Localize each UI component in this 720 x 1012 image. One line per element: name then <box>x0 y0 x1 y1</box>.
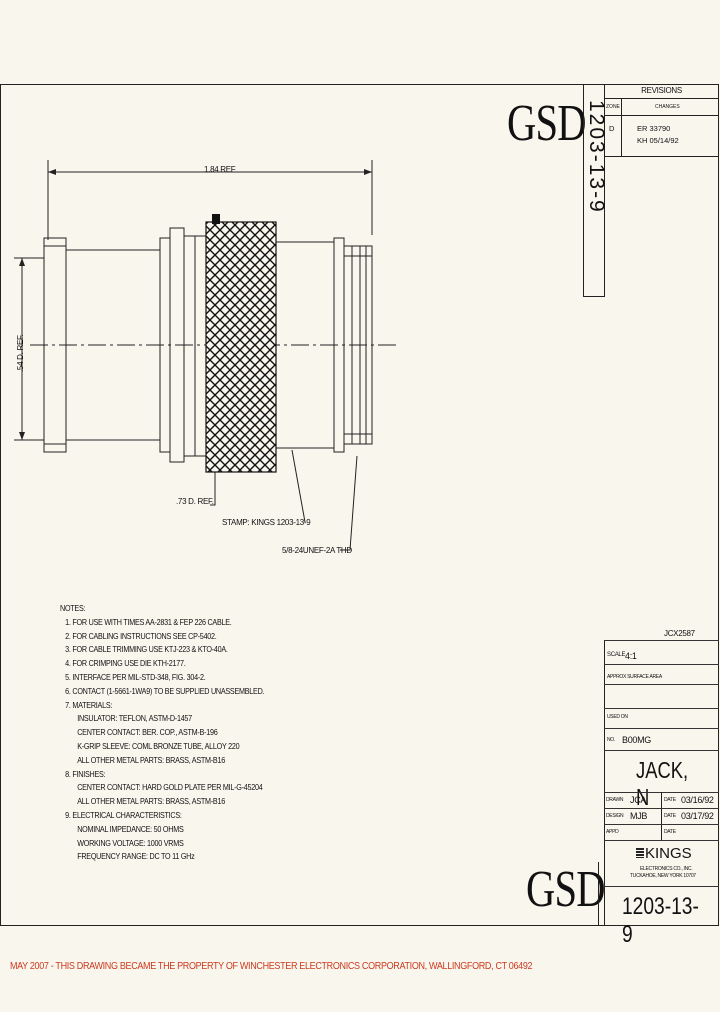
design-date-label: DATE <box>664 813 676 819</box>
job-number: JCX2587 <box>664 629 695 638</box>
thread-label: 5/8-24UNEF-2A THD <box>282 546 352 555</box>
appd-date-label: DATE <box>664 829 676 835</box>
revision-line-2: KH 05/14/92 <box>637 136 679 145</box>
side-drawing-number: 1203-13-9 <box>585 100 608 214</box>
note-line: 7. MATERIALS: <box>65 699 113 710</box>
side-number-box <box>583 84 605 297</box>
gsd-logo-bottom: GSD <box>526 861 606 918</box>
revisions-title: REVISIONS <box>641 86 682 95</box>
gsd-logo-top: GSD <box>507 95 587 152</box>
note-line: 4. FOR CRIMPING USE DIE KTH-2177. <box>65 658 186 669</box>
note-line: K-GRIP SLEEVE: COML BRONZE TUBE, ALLOY 2… <box>77 740 240 751</box>
scale-value: 4:1 <box>625 651 637 661</box>
company-name: KINGS <box>645 845 692 862</box>
note-line: 3. FOR CABLE TRIMMING USE KTJ-223 & KTO-… <box>65 644 228 655</box>
drawn-label: DRAWN <box>606 797 624 803</box>
note-line: 1. FOR USE WITH TIMES AA-2831 & FEP 226 … <box>65 616 232 627</box>
note-line: CENTER CONTACT: BER. COP., ASTM-B-196 <box>77 727 218 738</box>
no-label: NO. <box>607 737 615 743</box>
note-line: 2. FOR CABLING INSTRUCTIONS SEE CP-5402. <box>65 630 217 641</box>
appd-label: APPD <box>606 829 619 835</box>
scale-label: SCALE <box>607 652 626 658</box>
approx-area-label: APPROX SURFACE AREA <box>607 674 662 680</box>
kings-logo-icon <box>636 848 644 858</box>
note-line: 5. INTERFACE PER MIL-STD-348, FIG. 304-2… <box>65 671 206 682</box>
design-label: DESIGN <box>606 813 624 819</box>
dim-length-label: 1.84 REF <box>204 165 236 174</box>
design-date: 03/17/92 <box>681 811 714 821</box>
notes-block: NOTES: 1. FOR USE WITH TIMES AA-2831 & F… <box>60 602 265 864</box>
stamp-label: STAMP: KINGS 1203-13-9 <box>222 518 311 527</box>
revisions-col-zone: ZONE <box>606 104 620 110</box>
used-on-label: USED ON <box>607 714 628 720</box>
drawn-date: 03/16/92 <box>681 795 714 805</box>
note-line: FREQUENCY RANGE: DC TO 11 GHz <box>77 851 195 862</box>
company-line-2: TUCKAHOE, NEW YORK 10707 <box>630 873 696 879</box>
drawing-sheet-border <box>0 84 719 926</box>
note-line: CENTER CONTACT: HARD GOLD PLATE PER MIL-… <box>77 782 263 793</box>
drawn-by: JCA <box>630 795 647 805</box>
design-by: MJB <box>630 811 648 821</box>
note-line: INSULATOR: TEFLON, ASTM-D-1457 <box>77 713 192 724</box>
note-line: WORKING VOLTAGE: 1000 VRMS <box>77 837 184 848</box>
drawing-number: 1203-13-9 <box>622 893 699 948</box>
note-line: ALL OTHER METAL PARTS: BRASS, ASTM-B16 <box>77 754 225 765</box>
dim-diameter-label: .54 D. REF. <box>16 334 25 372</box>
company-line-1: ELECTRONICS CO., INC. <box>640 866 693 872</box>
dim-nut-label: .73 D. REF. <box>176 497 214 506</box>
ownership-footer: MAY 2007 - THIS DRAWING BECAME THE PROPE… <box>10 960 533 972</box>
drawing-title: JACK, N <box>636 757 689 810</box>
note-line: NOMINAL IMPEDANCE: 50 OHMS <box>77 823 184 834</box>
connector-drawing <box>14 160 400 551</box>
note-line: 6. CONTACT (1-5661-1WA9) TO BE SUPPLIED … <box>65 685 265 696</box>
drawn-date-label: DATE <box>664 797 676 803</box>
note-line: 8. FINISHES: <box>65 768 106 779</box>
revisions-col-changes: CHANGES <box>655 104 680 110</box>
revision-letter: D <box>609 124 615 133</box>
notes-title: NOTES: <box>60 603 86 613</box>
note-line: ALL OTHER METAL PARTS: BRASS, ASTM-B16 <box>77 796 225 807</box>
no-value: B00MG <box>622 735 652 745</box>
note-line: 9. ELECTRICAL CHARACTERISTICS: <box>65 809 182 820</box>
revision-line-1: ER 33790 <box>637 124 671 133</box>
